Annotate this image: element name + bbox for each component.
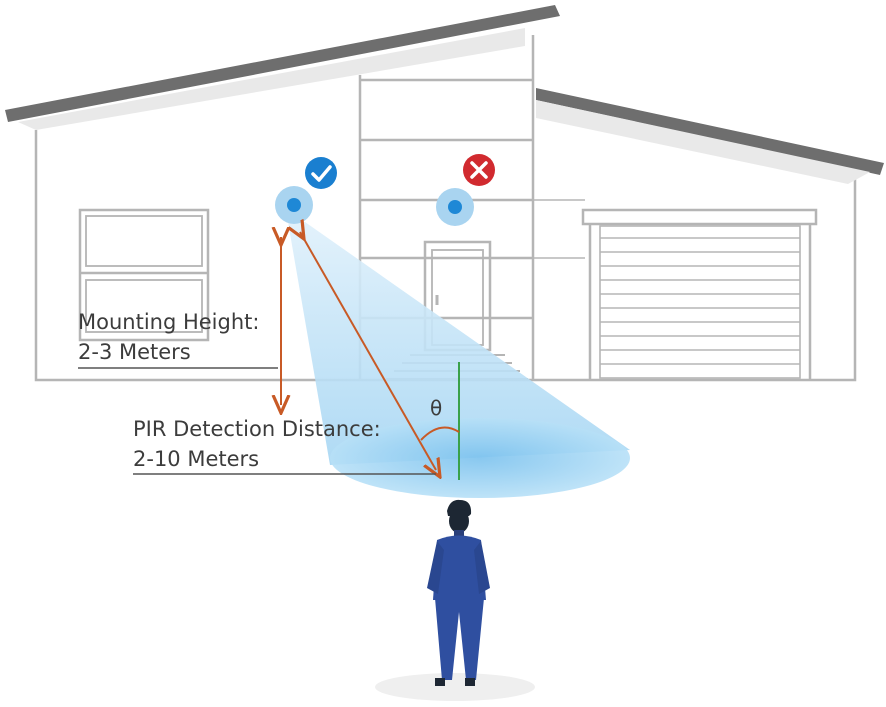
roof <box>5 5 884 184</box>
left-window <box>78 208 210 342</box>
left-roof-fascia <box>18 28 525 130</box>
person-torso <box>433 535 486 600</box>
person-left-arm <box>427 541 444 594</box>
garage-door <box>599 225 801 379</box>
right-roof <box>536 88 884 175</box>
mounting-height-title: Mounting Height: <box>78 310 260 334</box>
pir-distance-label: PIR Detection Distance: 2-10 Meters <box>133 414 381 475</box>
angle-arc <box>420 426 460 441</box>
person-neck <box>454 530 464 538</box>
angle-theta-label: θ <box>430 396 443 420</box>
person <box>375 499 535 701</box>
sensor-correct <box>275 186 313 224</box>
cross-icon <box>463 154 495 186</box>
person-right-arm <box>474 541 490 594</box>
right-roof-fascia <box>536 100 870 184</box>
sensor-incorrect <box>436 188 474 226</box>
person-head <box>449 509 469 533</box>
mounting-height-value: 2-3 Meters <box>78 340 191 365</box>
person-legs <box>435 598 484 680</box>
pir-distance-title: PIR Detection Distance: <box>133 417 381 441</box>
pir-distance-value: 2-10 Meters <box>133 447 260 472</box>
garage-frame <box>581 208 818 226</box>
mounting-height-label: Mounting Height: 2-3 Meters <box>78 307 259 368</box>
check-icon <box>305 157 337 189</box>
left-roof <box>5 5 560 122</box>
person-shadow <box>375 673 535 701</box>
pir-distance-arrow <box>300 232 436 470</box>
